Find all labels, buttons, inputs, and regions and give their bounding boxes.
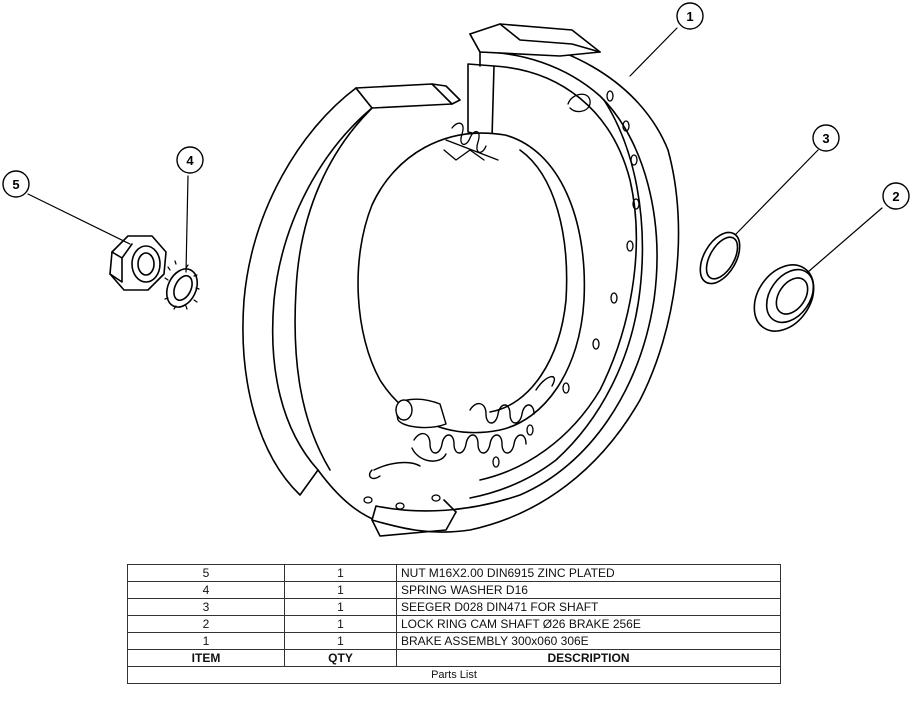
callout-balloons [2,2,910,210]
callout-3-label: 3 [822,131,829,146]
spring-washer-part [164,260,200,310]
shoe-rivets [363,90,640,510]
table-row: 1 1 BRAKE ASSEMBLY 300x060 306E [127,632,781,650]
upper-return-spring [443,122,499,161]
callout-2-circle [882,182,910,210]
left-shoe-lining [242,87,373,496]
table-row: 3 1 SEEGER D028 DIN471 FOR SHAFT [127,598,781,616]
qty-cell: 1 [284,564,397,582]
leader-line-2 [807,207,883,273]
item-cell: 2 [127,615,285,633]
table-row: 5 1 NUT M16X2.00 DIN6915 ZINC PLATED [127,564,781,582]
description-header: DESCRIPTION [396,649,781,667]
description-cell: SEEGER D028 DIN471 FOR SHAFT [396,598,781,616]
leader-line-4 [185,175,189,273]
parts-list-caption: Parts List [127,666,781,684]
callout-5-circle [2,170,30,198]
cam-roller [395,398,447,429]
description-cell: SPRING WASHER D16 [396,581,781,599]
item-header: ITEM [127,649,285,667]
item-cell: 5 [127,564,285,582]
item-cell: 1 [127,632,285,650]
drum-inner-rim [357,132,586,434]
description-cell: BRAKE ASSEMBLY 300x060 306E [396,632,781,650]
table-row: 2 1 LOCK RING CAM SHAFT Ø26 BRAKE 256E [127,615,781,633]
right-shoe-top-block [469,23,601,57]
lock-ring-part [753,264,815,332]
anchor-clip [567,93,591,113]
item-cell: 3 [127,598,285,616]
callout-4-label: 4 [186,153,194,168]
qty-cell: 1 [284,615,397,633]
left-shoe-web [294,107,373,471]
table-header-row: ITEM QTY DESCRIPTION [127,649,781,667]
leader-line-1 [629,27,678,77]
qty-cell: 1 [284,632,397,650]
leader-lines [27,27,883,273]
leader-line-5 [27,193,131,245]
qty-cell: 1 [284,581,397,599]
lower-return-spring [368,376,555,480]
left-shoe-top-face [355,83,453,109]
qty-cell: 1 [284,598,397,616]
hex-nut-part [109,235,167,291]
parts-list-table: 5 1 NUT M16X2.00 DIN6915 ZINC PLATED 4 1… [127,564,781,684]
callout-2-label: 2 [892,189,899,204]
callout-4-circle [176,146,204,174]
callout-5-label: 5 [12,177,19,192]
brake-assembly [242,23,680,537]
exploded-view-drawing: 1 2 3 4 5 [2,2,910,537]
description-cell: NUT M16X2.00 DIN6915 ZINC PLATED [396,564,781,582]
callout-3-circle [812,124,840,152]
table-row: 4 1 SPRING WASHER D16 [127,581,781,599]
callout-1-circle [676,2,704,30]
item-cell: 4 [127,581,285,599]
description-cell: LOCK RING CAM SHAFT Ø26 BRAKE 256E [396,615,781,633]
seeger-circlip-part [699,231,741,285]
qty-header: QTY [284,649,397,667]
table-caption-row: Parts List [127,666,781,684]
leader-line-3 [735,149,819,235]
callout-1-label: 1 [686,9,693,24]
